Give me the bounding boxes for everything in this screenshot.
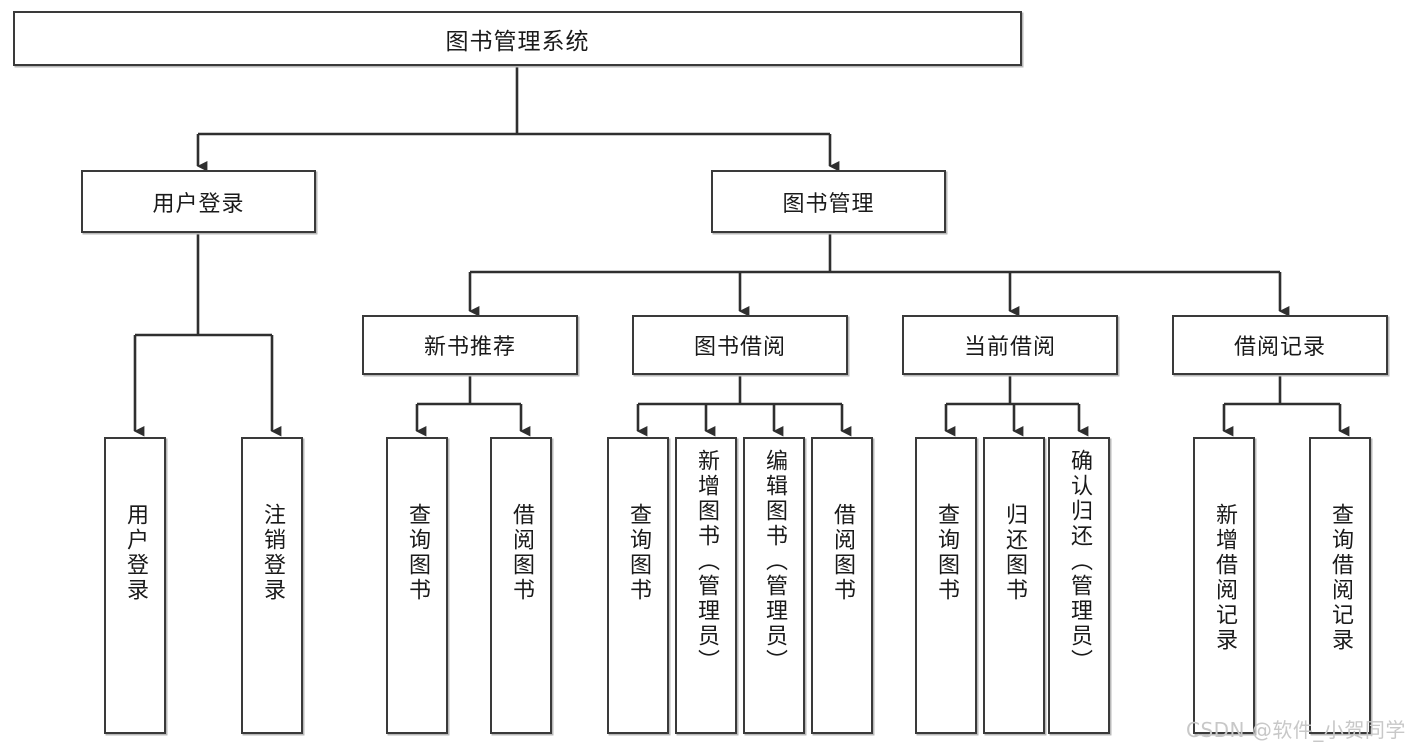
node-label: 借阅记录 bbox=[1233, 335, 1326, 360]
leaf-return-book[interactable]: 归还图书 bbox=[983, 437, 1045, 734]
node-book-management-system[interactable]: 图书管理系统 bbox=[13, 11, 1022, 66]
leaf-borrow-book[interactable]: 借阅图书 bbox=[811, 437, 873, 734]
leaf-label: 查询图书 bbox=[626, 503, 651, 603]
leaf-label: 注销登录 bbox=[260, 503, 285, 603]
leaf-label: 归还图书 bbox=[1002, 503, 1027, 603]
leaf-query-book-recommend[interactable]: 查询图书 bbox=[386, 437, 448, 734]
leaf-label: 借阅图书 bbox=[830, 503, 855, 603]
leaf-borrow-book-recommend[interactable]: 借阅图书 bbox=[490, 437, 552, 734]
node-new-book-recommend[interactable]: 新书推荐 bbox=[362, 315, 578, 375]
leaf-label: 用户登录 bbox=[123, 503, 148, 603]
leaf-query-book-current[interactable]: 查询图书 bbox=[915, 437, 977, 734]
node-label: 新书推荐 bbox=[423, 335, 516, 360]
leaf-edit-book-admin[interactable]: 编辑图书（管理员） bbox=[743, 437, 805, 734]
node-book-borrow[interactable]: 图书借阅 bbox=[632, 315, 848, 375]
leaf-label: 新增借阅记录 bbox=[1212, 503, 1237, 653]
leaf-label: 借阅图书 bbox=[509, 503, 534, 603]
leaf-label: 编辑图书（管理员） bbox=[762, 449, 787, 674]
leaf-label: 新增图书（管理员） bbox=[694, 449, 719, 674]
leaf-query-book-borrow[interactable]: 查询图书 bbox=[607, 437, 669, 734]
leaf-add-borrow-record[interactable]: 新增借阅记录 bbox=[1193, 437, 1255, 734]
watermark: CSDN @软件_小贺同学 bbox=[1186, 718, 1405, 742]
leaf-query-borrow-record[interactable]: 查询借阅记录 bbox=[1309, 437, 1371, 734]
node-borrow-record[interactable]: 借阅记录 bbox=[1172, 315, 1388, 375]
node-label: 图书管理系统 bbox=[445, 28, 590, 55]
leaf-label: 查询借阅记录 bbox=[1328, 503, 1353, 653]
node-user-login[interactable]: 用户登录 bbox=[81, 170, 316, 233]
leaf-logout[interactable]: 注销登录 bbox=[241, 437, 303, 734]
node-label: 图书管理 bbox=[782, 191, 875, 217]
node-current-borrow[interactable]: 当前借阅 bbox=[902, 315, 1118, 375]
leaf-label: 查询图书 bbox=[405, 503, 430, 603]
leaf-label: 查询图书 bbox=[934, 503, 959, 603]
node-book-management[interactable]: 图书管理 bbox=[711, 170, 946, 233]
leaf-confirm-return-admin[interactable]: 确认归还（管理员） bbox=[1048, 437, 1110, 734]
leaf-user-login[interactable]: 用户登录 bbox=[104, 437, 166, 734]
node-label: 用户登录 bbox=[152, 191, 245, 217]
node-label: 当前借阅 bbox=[963, 335, 1056, 360]
leaf-add-book-admin[interactable]: 新增图书（管理员） bbox=[675, 437, 737, 734]
leaf-label: 确认归还（管理员） bbox=[1067, 449, 1092, 674]
node-label: 图书借阅 bbox=[693, 335, 786, 360]
